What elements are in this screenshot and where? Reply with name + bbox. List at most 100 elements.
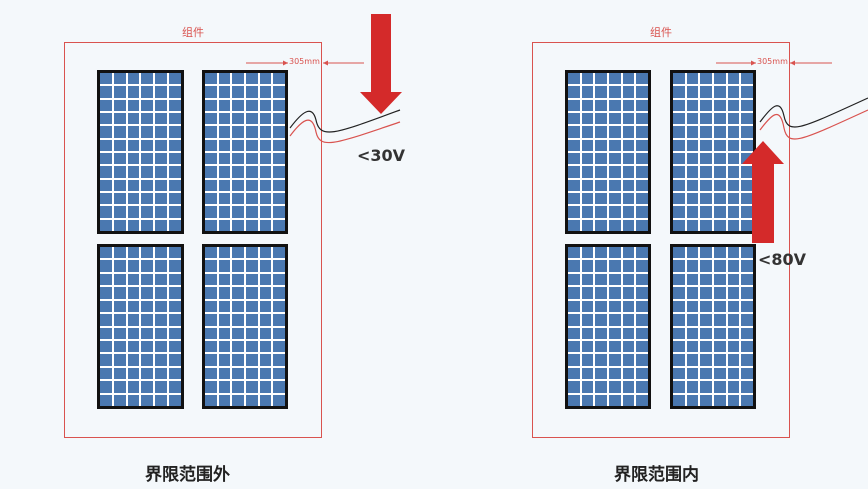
solar-cell <box>273 287 285 299</box>
solar-cell <box>622 166 635 178</box>
solar-cell <box>232 394 244 406</box>
solar-cell <box>595 219 607 231</box>
caption-inside-boundary: 界限范围内 <box>614 465 699 485</box>
solar-cell <box>218 179 231 191</box>
solar-cell <box>113 381 126 393</box>
solar-cell <box>155 152 168 165</box>
solar-cell <box>218 152 231 165</box>
solar-cell <box>741 354 753 366</box>
solar-cell <box>113 86 126 98</box>
solar-cell <box>232 260 244 272</box>
solar-cell <box>246 314 258 326</box>
dimension-label: 305mm <box>757 57 788 66</box>
solar-cell <box>595 192 607 205</box>
solar-cell <box>714 314 726 326</box>
solar-cell <box>113 192 126 205</box>
solar-cell <box>609 287 621 299</box>
solar-cell <box>727 86 740 98</box>
solar-cell <box>218 273 231 286</box>
solar-cell <box>232 273 244 286</box>
solar-cell <box>259 73 272 85</box>
solar-cell <box>622 179 635 191</box>
solar-cell <box>673 139 685 151</box>
solar-cell <box>169 86 181 98</box>
solar-cell <box>169 152 181 165</box>
solar-cell <box>100 327 112 339</box>
solar-cell <box>218 99 231 111</box>
solar-cell <box>622 139 635 151</box>
solar-cell <box>205 300 217 313</box>
solar-cell <box>595 394 607 406</box>
solar-cell <box>673 314 685 326</box>
solar-cell <box>609 273 621 286</box>
solar-cell <box>609 99 621 111</box>
solar-cell <box>741 112 753 125</box>
solar-cell <box>169 99 181 111</box>
solar-cell <box>727 126 740 138</box>
solar-cell <box>273 112 285 125</box>
solar-cell <box>700 73 712 85</box>
solar-cell <box>259 192 272 205</box>
solar-cell <box>609 260 621 272</box>
solar-cell <box>609 112 621 125</box>
solar-cell <box>714 166 726 178</box>
solar-cell <box>246 99 258 111</box>
solar-cell <box>141 381 154 393</box>
solar-cell <box>169 179 181 191</box>
solar-cell <box>246 179 258 191</box>
solar-cell <box>100 247 112 259</box>
solar-cell <box>155 126 168 138</box>
solar-cell <box>273 394 285 406</box>
solar-cell <box>609 381 621 393</box>
solar-cell <box>714 126 726 138</box>
solar-cell <box>205 152 217 165</box>
solar-cell <box>169 247 181 259</box>
solar-cell <box>714 327 726 339</box>
solar-cell <box>727 314 740 326</box>
solar-cell <box>609 152 621 165</box>
solar-cell <box>246 86 258 98</box>
solar-cell <box>581 206 594 218</box>
solar-cell <box>595 247 607 259</box>
solar-cell <box>273 354 285 366</box>
solar-cell <box>700 287 712 299</box>
solar-cell <box>673 340 685 353</box>
solar-cell <box>700 247 712 259</box>
cable-red <box>289 119 401 144</box>
solar-cell <box>232 86 244 98</box>
solar-cell <box>218 166 231 178</box>
solar-cell <box>127 192 140 205</box>
solar-cell <box>714 287 726 299</box>
solar-cell <box>741 139 753 151</box>
solar-cell <box>714 206 726 218</box>
solar-cell <box>568 179 580 191</box>
solar-cell <box>741 340 753 353</box>
solar-cell <box>700 300 712 313</box>
solar-cell <box>700 86 712 98</box>
solar-cell <box>259 179 272 191</box>
solar-cell <box>100 394 112 406</box>
solar-cell <box>673 152 685 165</box>
solar-cell <box>259 126 272 138</box>
solar-cell <box>622 340 635 353</box>
solar-cell <box>622 381 635 393</box>
solar-cell <box>636 247 648 259</box>
solar-cell <box>622 219 635 231</box>
solar-cell <box>581 126 594 138</box>
solar-cell <box>155 327 168 339</box>
solar-cell <box>127 367 140 380</box>
solar-cell <box>595 367 607 380</box>
solar-cell <box>700 152 712 165</box>
solar-cell <box>205 99 217 111</box>
solar-cell <box>741 86 753 98</box>
cable-dark <box>759 97 868 128</box>
solar-cell <box>273 273 285 286</box>
solar-cell <box>218 139 231 151</box>
solar-cell <box>714 300 726 313</box>
solar-cell <box>700 354 712 366</box>
solar-cell <box>155 354 168 366</box>
solar-cell <box>568 152 580 165</box>
solar-cell <box>100 192 112 205</box>
solar-cell <box>100 340 112 353</box>
solar-cell <box>700 179 712 191</box>
